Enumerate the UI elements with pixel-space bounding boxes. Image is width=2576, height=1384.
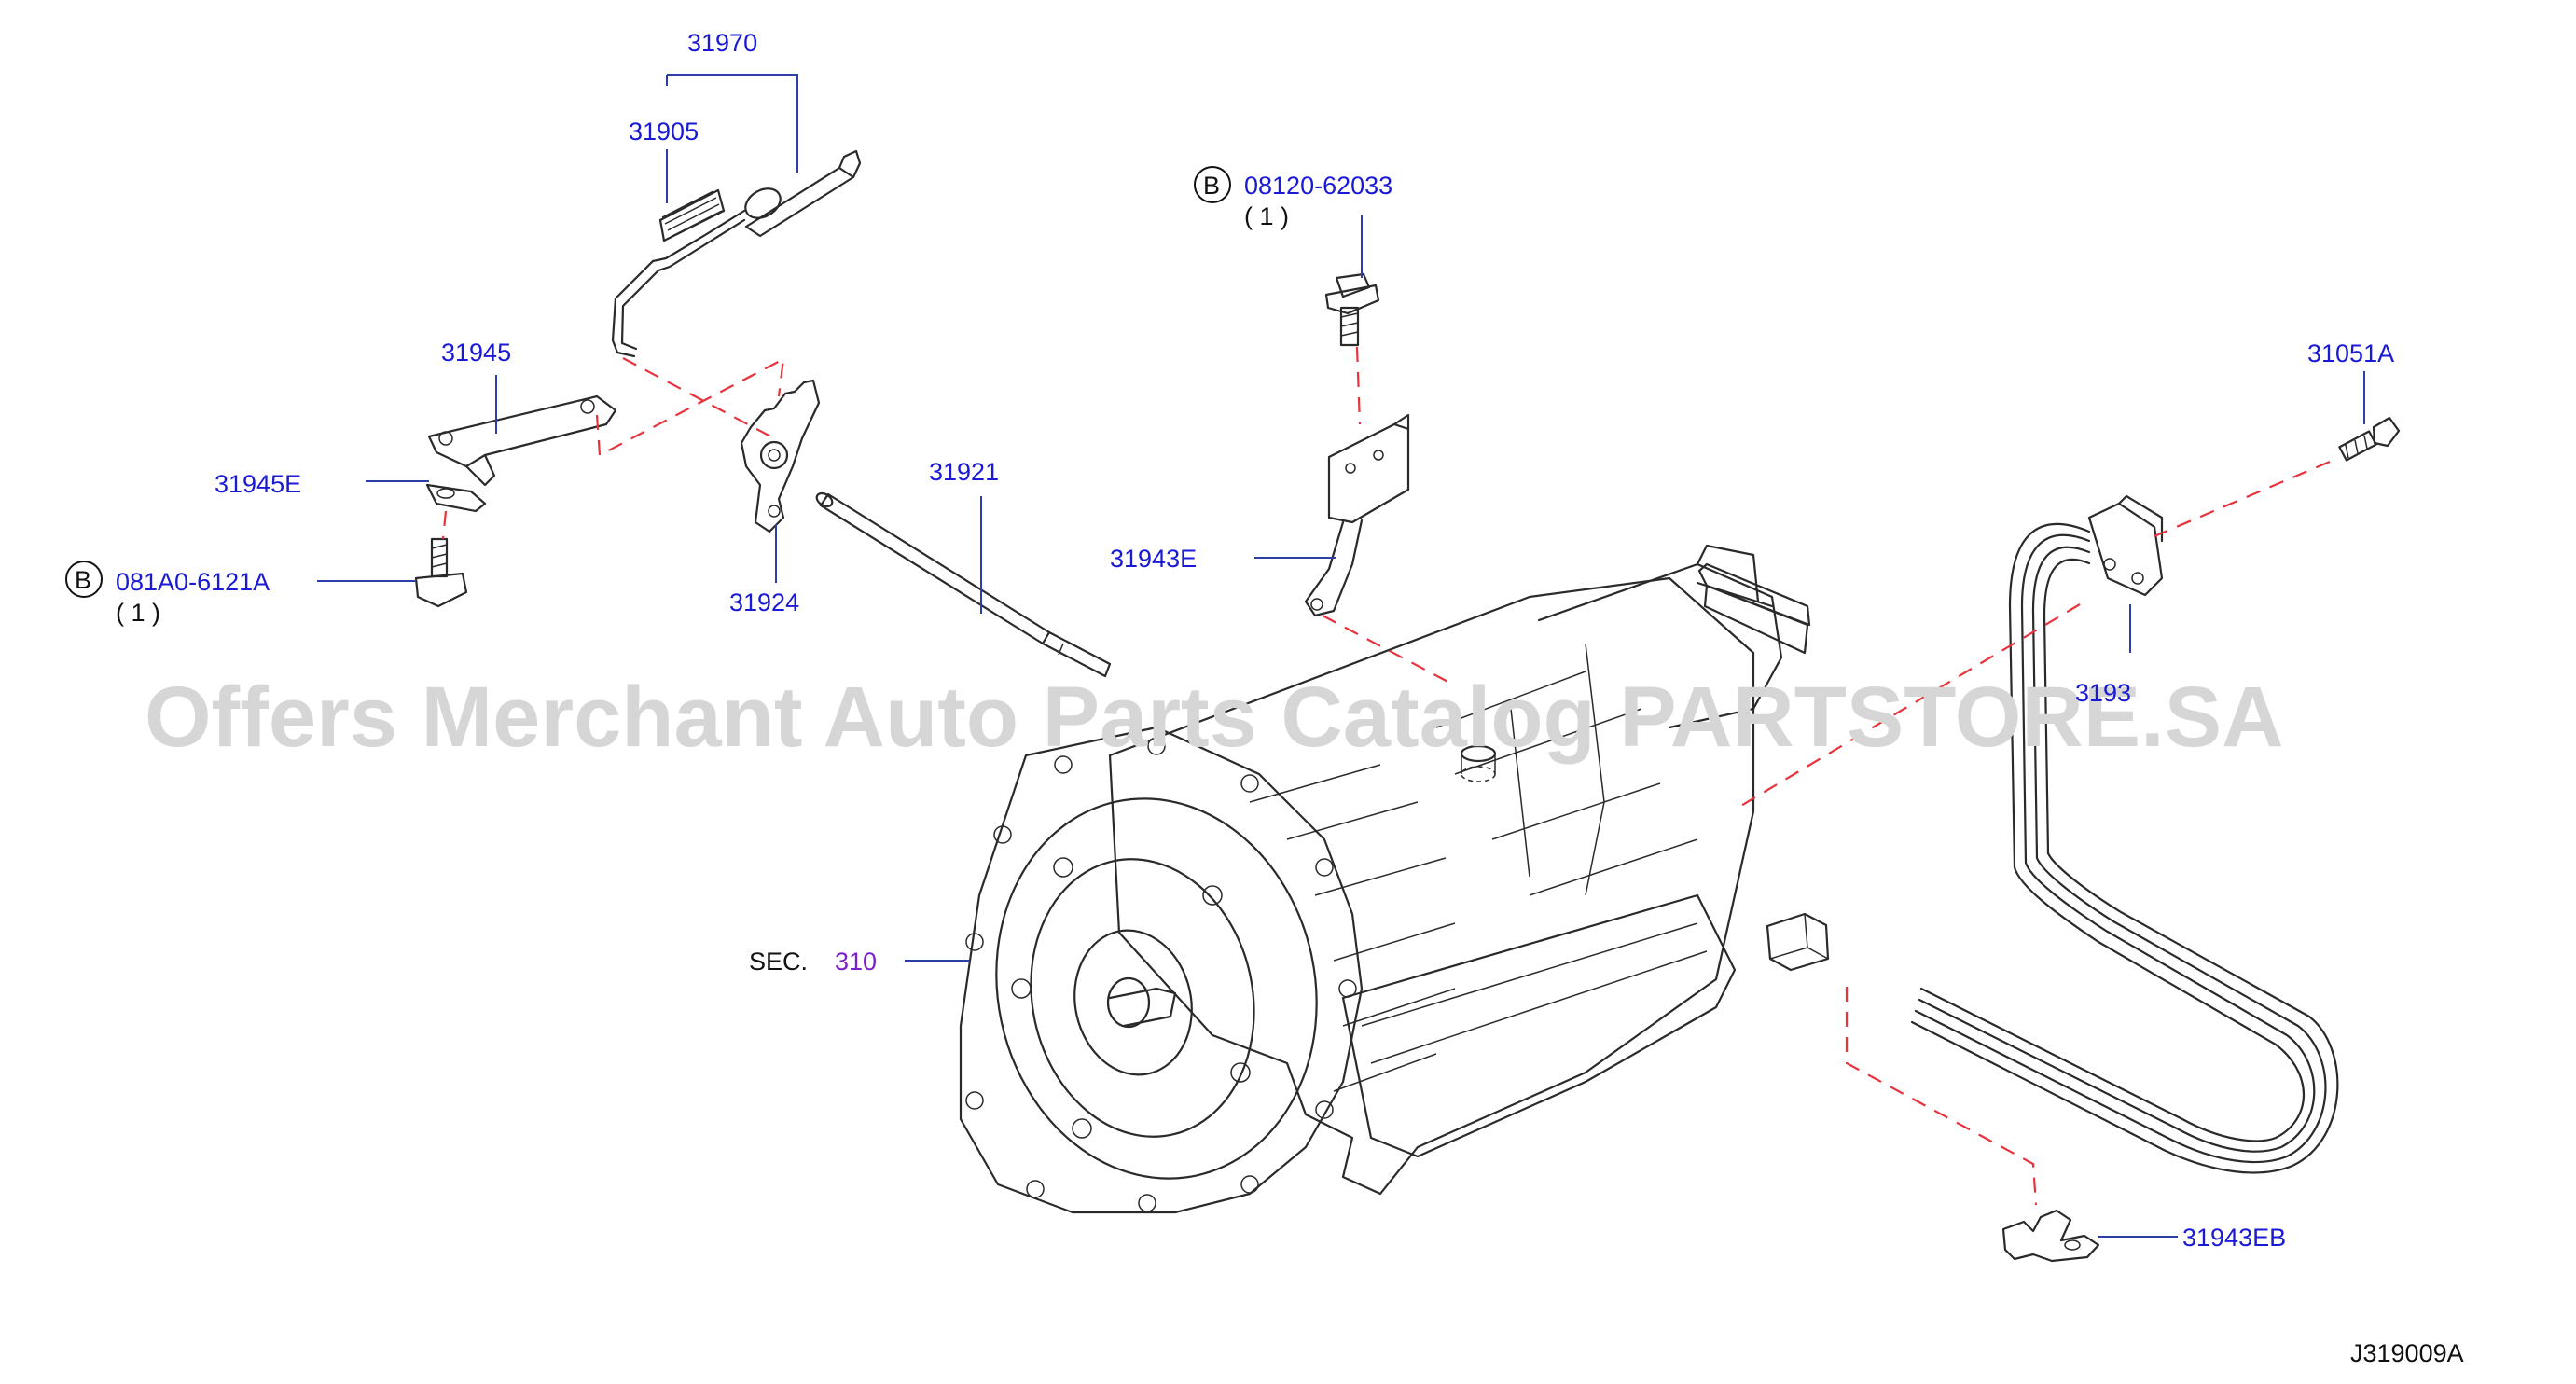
washer-31945E [425,483,487,513]
section-number: 310 [835,948,877,976]
detent-lever-31924 [740,379,821,533]
callout-31970: 31970 [687,29,757,57]
bolt-31051A [2338,416,2401,462]
bracket-31945 [427,394,617,487]
callout-31943E: 31943E [1110,545,1197,573]
callout-081A0-6121A: 081A0-6121A [116,568,270,596]
assembly-guide-lines [441,346,2331,1206]
callout-08120-62033-qty: ( 1 ) [1244,202,1289,230]
callout-31924: 31924 [729,588,799,616]
callout-31051A: 31051A [2307,339,2394,367]
spring-31905 [658,188,726,242]
callout-081A0-6121A-qty: ( 1 ) [116,599,160,627]
manual-shaft-31921 [815,491,1112,678]
leader-lines [317,74,2365,1238]
transmission-assembly [959,544,1811,1214]
callout-31945E: 31945E [215,470,301,498]
clip-31943EB [2001,1209,2100,1263]
callout-08120-62033: 08120-62033 [1244,172,1392,200]
bolt-badge-circle-left [65,561,103,598]
bolt-08120-62033 [1324,272,1380,347]
callout-31943EB: 31943EB [2182,1224,2286,1252]
bolt-badge-letter-top: B [1203,172,1220,200]
watermark-text: Offers Merchant Auto Parts Catalog PARTS… [145,670,2284,765]
bolt-badge-circle-top [1194,166,1231,203]
bracket-31943E [1304,413,1410,617]
control-rod-31970 [611,149,862,358]
bolt-badge-letter-left: B [75,566,91,594]
callout-31905: 31905 [629,118,699,145]
section-prefix: SEC. [749,948,808,976]
harness-3193x [1766,494,2339,1174]
callout-3193x: 3193 [2075,679,2131,707]
callout-31921: 31921 [929,458,999,486]
diagram-id: J319009A [2350,1339,2464,1367]
bolt-081A0-6121A [414,537,468,608]
callout-31945: 31945 [441,339,511,367]
